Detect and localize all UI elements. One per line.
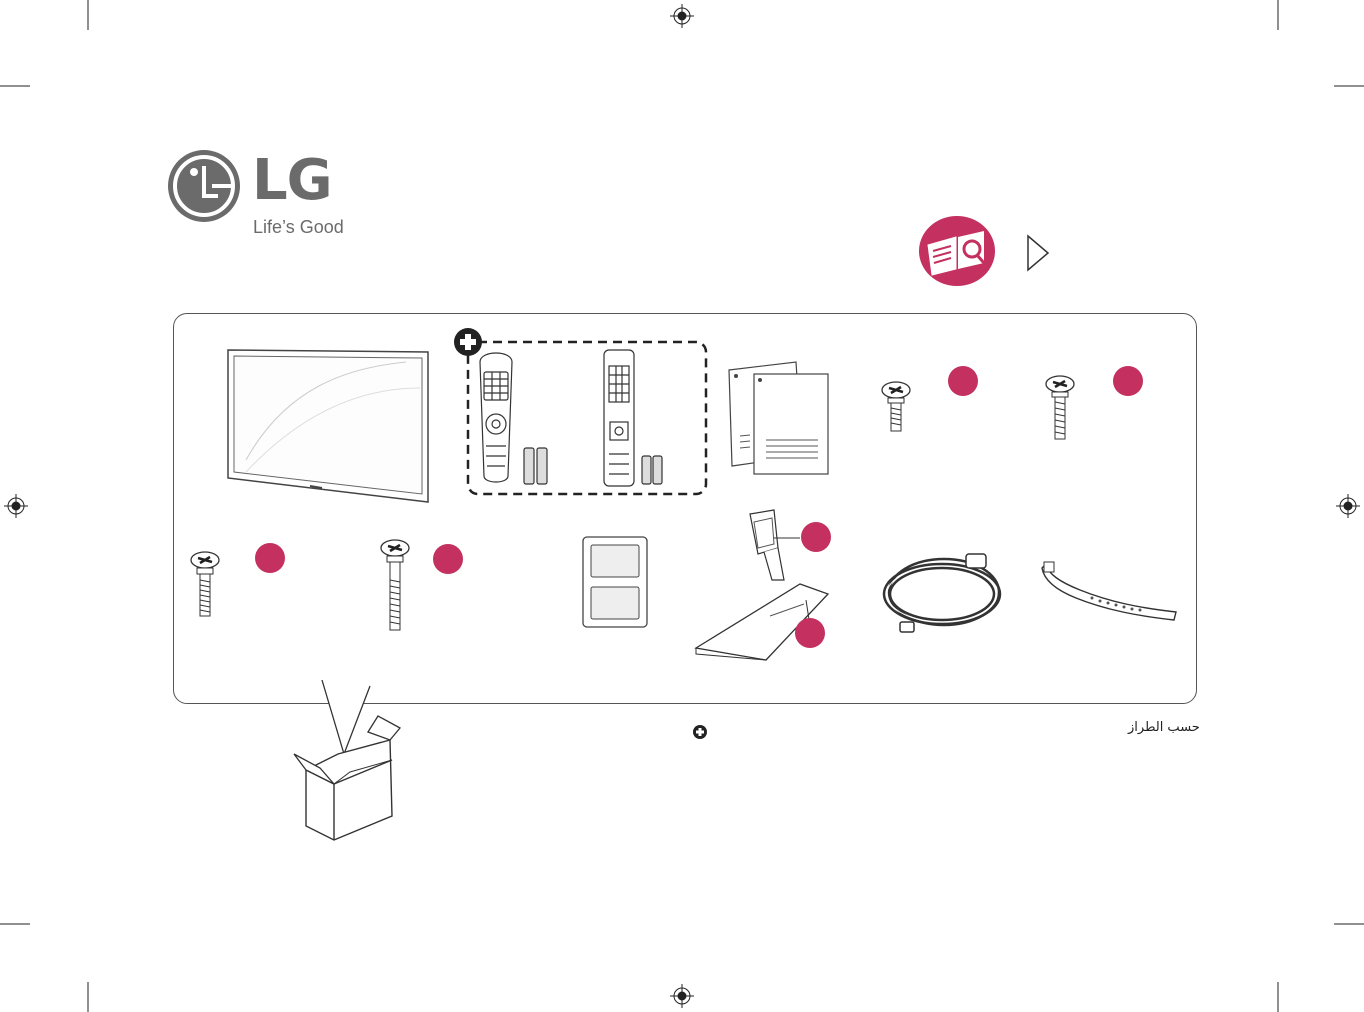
plus-circle-icon — [454, 328, 482, 356]
open-box-icon — [290, 676, 406, 844]
cable-holder-card-icon — [582, 536, 648, 628]
registration-target-icon — [4, 494, 28, 518]
remote-controls-group — [450, 326, 712, 498]
screw-medium-icon — [187, 550, 223, 620]
screw-short-icon — [878, 380, 914, 434]
standard-remote-icon — [604, 350, 634, 486]
lg-logo-icon — [166, 148, 242, 224]
battery-icon — [524, 448, 547, 484]
screw-extra-long-icon — [377, 538, 413, 634]
pink-badge — [795, 618, 825, 648]
battery-icon — [642, 456, 662, 484]
magic-remote-icon — [480, 353, 512, 482]
triangle-arrow-right-icon — [1026, 234, 1050, 272]
user-manuals-icon — [726, 360, 832, 476]
pink-badge — [1113, 366, 1143, 396]
pink-badge — [433, 544, 463, 574]
screw-long-icon — [1042, 374, 1078, 442]
brand-name: LG — [252, 153, 332, 209]
plus-circle-icon — [692, 724, 708, 740]
manual-book-magnifier-icon — [918, 215, 996, 287]
registration-target-icon — [670, 4, 694, 28]
pink-badge — [801, 522, 831, 552]
tv-illustration — [226, 348, 432, 504]
cable-tie-icon — [1040, 560, 1180, 622]
registration-target-icon — [1336, 494, 1360, 518]
registration-target-icon — [670, 984, 694, 1008]
power-cord-icon — [880, 548, 1010, 638]
brand-tagline: Life’s Good — [253, 218, 344, 236]
pink-badge — [948, 366, 978, 396]
pink-badge — [255, 543, 285, 573]
region-note: حسب الطراز — [1128, 720, 1200, 735]
